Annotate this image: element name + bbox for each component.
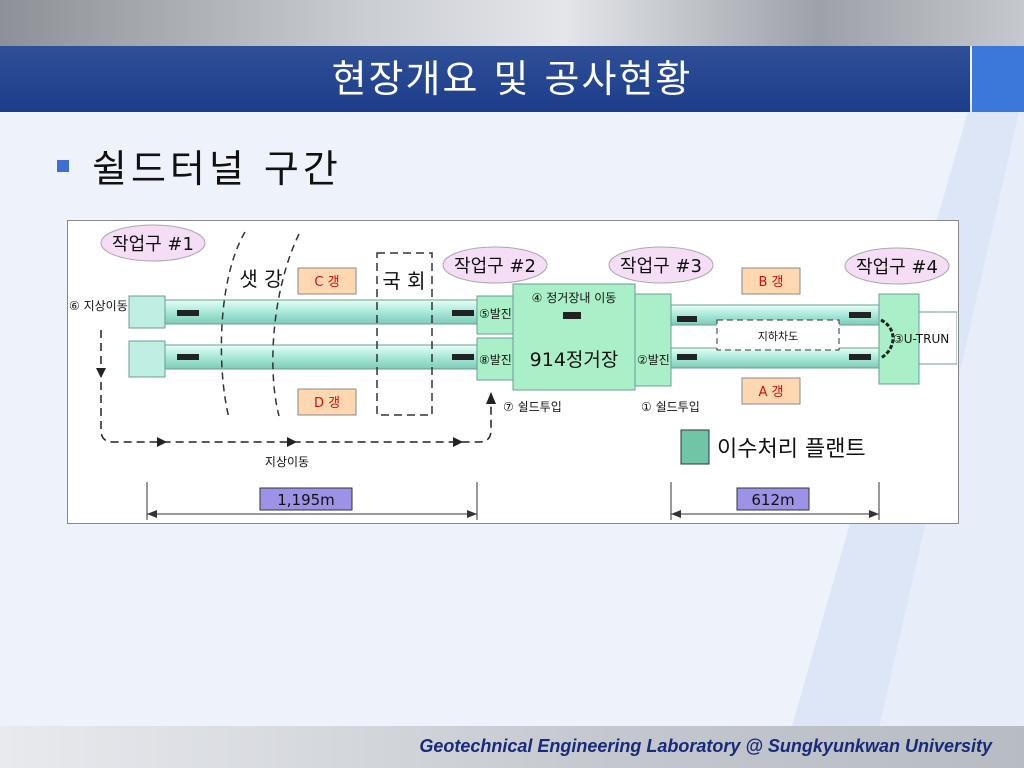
shield-in-1-label: ① 쉴드투입: [641, 400, 700, 414]
launch-5-label: ⑤발진: [479, 307, 512, 321]
launch-block-8: [476, 337, 514, 381]
workshaft-4-bubble: [844, 247, 950, 285]
shield-icon: [677, 354, 697, 360]
gang-a-box: [741, 377, 801, 405]
shield-icon: [677, 316, 697, 322]
footer-text: Geotechnical Engineering Laboratory @ Su…: [419, 736, 992, 756]
dim-right-box: [736, 487, 810, 511]
station-block: [512, 283, 636, 391]
section-heading: 쉴드터널 구간: [92, 147, 342, 191]
footer-bar: [0, 726, 1024, 768]
shield-icon: [563, 312, 581, 319]
shaft1-lower-block: [128, 340, 166, 378]
top-decor-strip: [0, 0, 1024, 46]
shaft4-block: [878, 293, 920, 385]
launch-block-5: [476, 295, 514, 335]
underpass-zone: [716, 319, 840, 351]
arrow-up-icon: [486, 392, 496, 404]
dim-arrow-left-icon: [147, 510, 157, 518]
shield-icon: [849, 312, 871, 318]
launch-2-label: ②발진: [637, 353, 670, 367]
dim-arrow-right-icon: [869, 510, 879, 518]
dim-left-label: 1,195m: [277, 491, 335, 509]
uturn-stub: [918, 311, 957, 365]
gang-d-box: [297, 388, 357, 416]
move-in-station-label: ④ 정거장내 이동: [532, 291, 617, 305]
bullet-icon: [57, 160, 69, 172]
surface-move-left-label: ⑥ 지상이동: [69, 299, 128, 313]
station-label: 914정거장: [530, 349, 619, 371]
launch-block-2: [634, 293, 672, 387]
gang-a-label: A 갱: [759, 385, 784, 400]
arrow-right-icon: [157, 437, 167, 447]
workshaft-2-label: 작업구 #2: [454, 256, 536, 277]
tunnel-diagram: 작업구 #1 작업구 #2 작업구 #3 작업구 #4 샛 강 국 회 C 갱 …: [69, 224, 957, 520]
gang-c-box: [297, 267, 357, 295]
gang-b-label: B 갱: [758, 275, 783, 290]
gang-c-label: C 갱: [314, 275, 339, 290]
underpass-label: 지하차도: [758, 329, 798, 343]
shield-icon: [177, 310, 199, 316]
title-bar: [0, 46, 970, 112]
shield-icon: [452, 310, 474, 316]
shield-icon: [849, 354, 871, 360]
shield-icon: [177, 354, 199, 360]
legend-swatch: [680, 429, 710, 465]
river-label: 샛 강: [239, 267, 282, 291]
workshaft-4-label: 작업구 #4: [856, 257, 938, 278]
uturn-label: ③U-TRUN: [893, 332, 949, 346]
arrow-right-icon: [453, 437, 463, 447]
dim-arrow-right-icon: [467, 510, 477, 518]
assembly-zone: [376, 252, 433, 416]
workshaft-3-bubble: [608, 246, 714, 284]
shield-in-7-label: ⑦ 쉴드투입: [503, 400, 562, 414]
arrow-right-icon: [287, 437, 297, 447]
page-title: 현장개요 및 공사현황: [331, 57, 693, 101]
shaft1-upper-block: [128, 295, 166, 329]
assembly-label: 국 회: [382, 269, 425, 293]
launch-8-label: ⑧발진: [479, 353, 512, 367]
river-bank-left: [220, 231, 246, 419]
workshaft-2-bubble: [442, 246, 548, 284]
workshaft-1-label: 작업구 #1: [112, 234, 194, 255]
arrow-down-icon: [96, 368, 106, 378]
dim-left-box: [259, 487, 353, 511]
title-accent: [972, 46, 1024, 112]
gang-b-box: [741, 267, 801, 295]
shield-icon: [452, 354, 474, 360]
legend-label: 이수처리 플랜트: [717, 437, 866, 462]
gang-d-label: D 갱: [314, 396, 340, 411]
dim-right-label: 612m: [751, 491, 794, 509]
river-bank-right: [272, 233, 300, 417]
dim-arrow-left-icon: [671, 510, 681, 518]
workshaft-3-label: 작업구 #3: [620, 256, 702, 277]
uturn-arrow-icon: [880, 318, 895, 360]
workshaft-1-bubble: [100, 224, 206, 262]
surface-move-bottom-label: 지상이동: [265, 455, 309, 469]
